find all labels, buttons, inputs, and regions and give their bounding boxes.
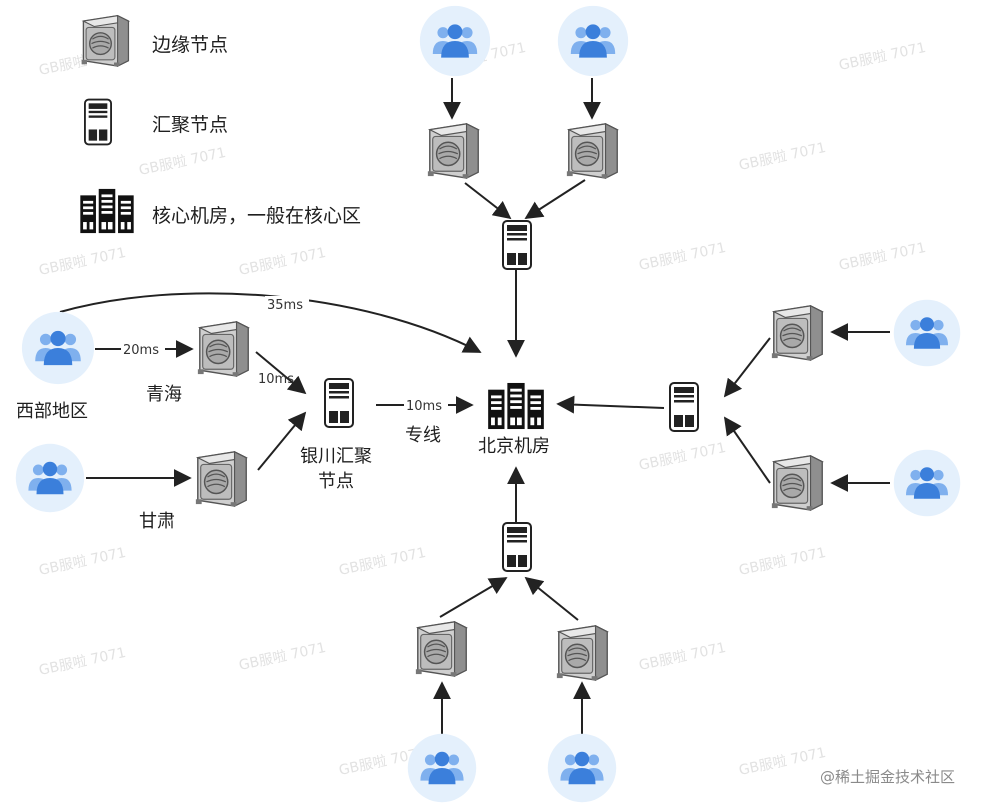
watermark-text: GB服啦 7071 — [837, 239, 927, 274]
watermark-text: GB服啦 7071 — [237, 244, 327, 279]
source-credit: @稀土掘金技术社区 — [820, 768, 955, 786]
watermark-text: GB服啦 7071 — [737, 139, 827, 174]
watermark-text: GB服啦 7071 — [37, 544, 127, 579]
watermark-text: GB服啦 7071 — [637, 639, 727, 674]
legend-aggregation-node-icon — [84, 98, 112, 146]
arrow-qinghai-to-yinchuan — [255, 351, 307, 395]
latency-labels: 20ms 10ms 10ms 35ms — [121, 296, 448, 414]
edge-node-icon — [771, 455, 823, 511]
watermark-text: GB服啦 7071 — [237, 639, 327, 674]
legend-edge-node-icon — [80, 15, 130, 67]
user-group-icon — [557, 5, 629, 77]
user-group-icon — [893, 449, 961, 517]
beijing-label: 北京机房 — [478, 436, 550, 457]
edge-node-icon — [566, 123, 618, 179]
qinghai-label: 青海 — [146, 384, 182, 405]
user-group-icon — [15, 443, 85, 513]
user-group-icon — [893, 299, 961, 367]
watermark-text: GB服啦 7071 — [37, 244, 127, 279]
watermark-text: GB服啦 7071 — [737, 744, 827, 779]
gansu-label: 甘肃 — [139, 511, 175, 532]
arrow-top-edge2-to-agg — [524, 179, 586, 219]
watermark-text: GB服啦 7071 — [637, 439, 727, 474]
arrow-right-edge1-to-agg — [723, 337, 771, 398]
legend-edge-label: 边缘节点 — [152, 34, 228, 56]
arrow-gansu-to-yinchuan — [257, 411, 307, 471]
aggregation-node-icon — [669, 382, 699, 432]
arrow-right-agg-to-beijing — [556, 395, 665, 414]
user-group-icon — [21, 311, 95, 385]
arrow-bottom-edge2-to-agg — [524, 576, 579, 621]
latency-qinghai-yinchuan: 10ms — [258, 372, 294, 387]
legend-core-label: 核心机房，一般在核心区 — [152, 205, 361, 227]
watermark-text: GB服啦 7071 — [137, 144, 227, 179]
edge-node-icon — [427, 123, 479, 179]
latency-yinchuan-beijing: 10ms — [406, 399, 442, 414]
connections — [59, 78, 890, 752]
dedicated-line-label: 专线 — [405, 425, 441, 446]
arrow-top-edge1-to-agg — [464, 182, 512, 220]
watermark-text: GB服啦 7071 — [637, 239, 727, 274]
latency-west-beijing-direct: 35ms — [267, 298, 303, 313]
edge-node-icon — [197, 321, 249, 377]
edge-node-icon — [415, 621, 467, 677]
west-region-label: 西部地区 — [16, 401, 88, 422]
watermark-text: GB服啦 7071 — [337, 544, 427, 579]
user-group-icon — [547, 733, 617, 803]
beijing-datacenter-icon — [488, 382, 544, 430]
watermark-text: GB服啦 7071 — [737, 544, 827, 579]
edge-node-icon — [556, 625, 608, 681]
arrow-bottom-edge1-to-agg — [439, 577, 508, 618]
aggregation-node-icon — [502, 522, 532, 572]
node-labels: 西部地区 青海 甘肃 银川汇聚 节点 专线 北京机房 — [16, 384, 550, 532]
edge-node-icon — [771, 305, 823, 361]
yinchuan-label-line1: 银川汇聚 — [300, 446, 372, 467]
aggregation-node-icon — [324, 378, 354, 428]
arrow-right-edge2-to-agg — [723, 416, 771, 484]
aggregation-node-icon — [502, 220, 532, 270]
legend-core-datacenter-icon — [80, 188, 134, 234]
legend: 边缘节点 汇聚节点 核心机房，一般在核心区 — [80, 15, 361, 234]
watermark-text: GB服啦 7071 — [837, 39, 927, 74]
watermark-layer: GB服啦 7071 GB服啦 7071 GB服啦 7071 GB服啦 7071 … — [37, 39, 927, 779]
user-group-icon — [407, 733, 477, 803]
yinchuan-label-line2: 节点 — [318, 471, 354, 492]
latency-west-qinghai: 20ms — [123, 343, 159, 358]
watermark-text: GB服啦 7071 — [37, 644, 127, 679]
legend-aggregation-label: 汇聚节点 — [152, 114, 228, 136]
edge-node-icon — [195, 451, 247, 507]
user-group-icon — [419, 5, 491, 77]
